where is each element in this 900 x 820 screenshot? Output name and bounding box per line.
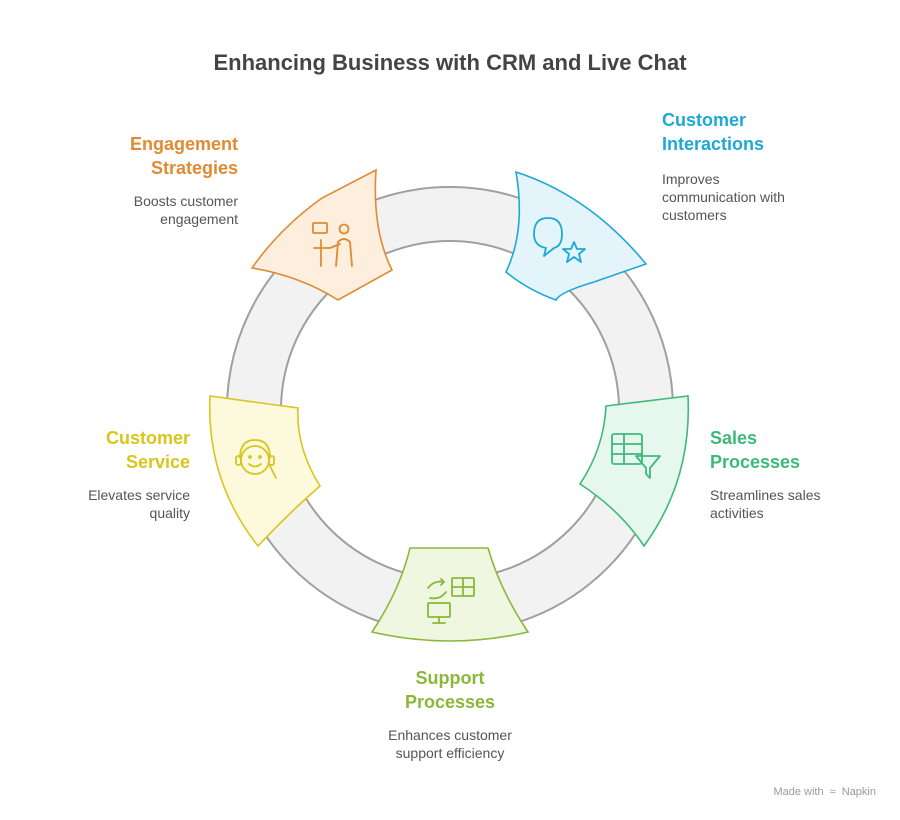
label-support-line1: Support (415, 668, 485, 688)
description-engagement: Boosts customer engagement (80, 192, 238, 228)
label-sales-line1: Sales (710, 428, 758, 448)
segment-support (370, 547, 530, 642)
label-sales: Sales Processes (710, 426, 870, 474)
label-support-line2: Processes (404, 692, 496, 712)
table-filter-icon (611, 433, 661, 479)
label-engagement-line2: Strategies (150, 158, 238, 178)
description-service: Elevates service quality (40, 486, 190, 522)
description-interactions: Improves communication with customers (662, 170, 862, 224)
segment-interactions (505, 170, 648, 301)
label-service-line2: Service (125, 452, 190, 472)
segment-engagement (250, 168, 394, 301)
label-support: Support Processes (350, 666, 550, 714)
napkin-logo-icon: ≈ (829, 786, 836, 798)
description-engagement-line1: Boosts customer (133, 193, 238, 209)
label-service-line1: Customer (105, 428, 190, 448)
presentation-icon (312, 222, 353, 267)
sync-monitor-icon (427, 577, 475, 624)
label-sales-line2: Processes (710, 452, 801, 472)
description-engagement-line2: engagement (160, 211, 238, 227)
headset-icon (235, 439, 277, 479)
description-service-line2: quality (149, 505, 190, 521)
footer-attribution: Made with ≈ Napkin (773, 786, 876, 798)
diagram-title: Enhancing Business with CRM and Live Cha… (213, 50, 687, 75)
description-interactions-line2: communication with (662, 189, 785, 205)
label-interactions: Customer Interactions (662, 108, 862, 156)
footer-prefix: Made with (773, 786, 824, 798)
label-interactions-line1: Customer (662, 110, 747, 130)
description-sales-line1: Streamlines sales (710, 487, 821, 503)
description-sales: Streamlines sales activities (710, 486, 880, 522)
chat-star-icon (533, 217, 586, 263)
segment-sales (578, 395, 690, 548)
description-interactions-line3: customers (662, 207, 727, 223)
label-interactions-line2: Interactions (662, 134, 765, 154)
description-service-line1: Elevates service (88, 487, 190, 503)
label-engagement-line1: Engagement (129, 134, 238, 154)
description-interactions-line1: Improves (662, 171, 720, 187)
label-service: Customer Service (60, 426, 190, 474)
description-support-line2: support efficiency (395, 745, 505, 761)
description-support-line1: Enhances customer (388, 727, 512, 743)
footer-brand: Napkin (841, 786, 876, 798)
label-engagement: Engagement Strategies (100, 132, 238, 180)
description-support: Enhances customer support efficiency (350, 726, 550, 762)
description-sales-line2: activities (710, 505, 764, 521)
